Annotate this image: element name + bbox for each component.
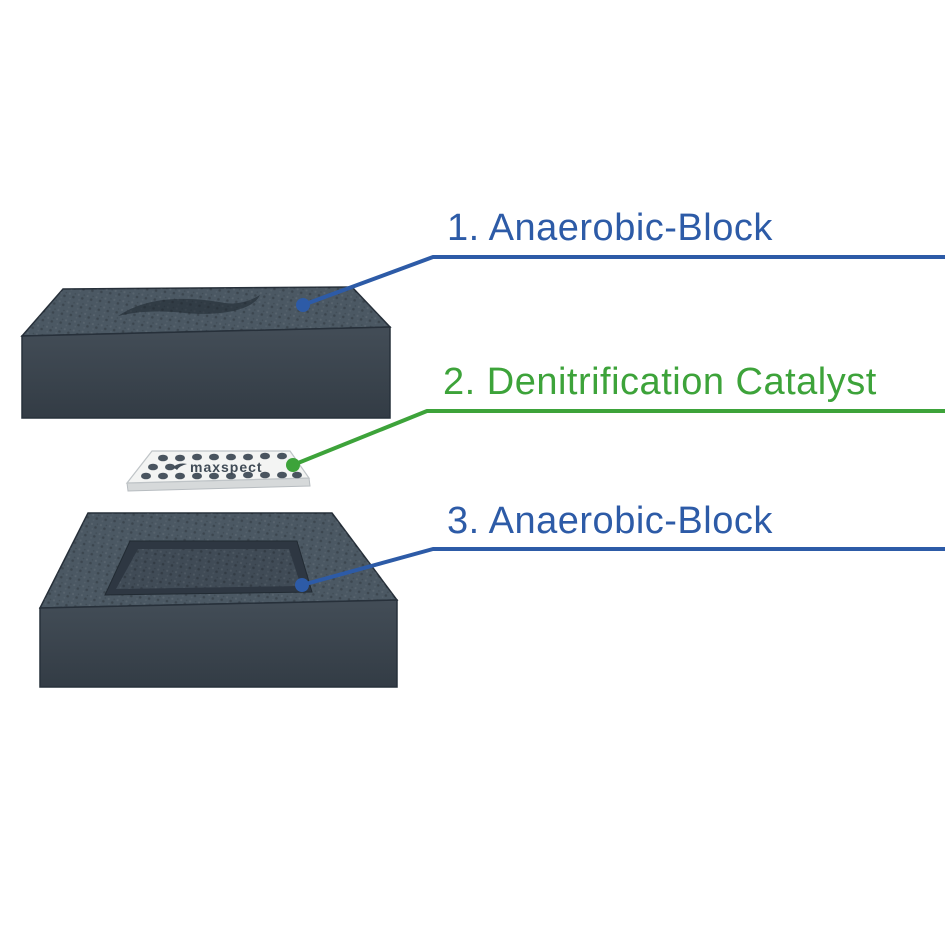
catalyst-plate: maxspect	[125, 450, 311, 492]
leader-line-2	[286, 409, 945, 472]
leader-line-3	[295, 547, 945, 592]
engraved-fish-icon	[118, 295, 260, 316]
label-anaerobic-block-3: 3. Anaerobic-Block	[447, 500, 773, 542]
anaerobic-block-bottom	[38, 512, 399, 688]
leader-dot-3	[295, 578, 309, 592]
label-denitrification-catalyst: 2. Denitrification Catalyst	[443, 361, 877, 403]
plate-brand-text: maxspect	[190, 459, 263, 475]
leader-dot-1	[296, 298, 310, 312]
leader-line-1	[296, 255, 945, 312]
leader-dot-2	[286, 458, 300, 472]
brand-fish-icon	[172, 463, 187, 470]
plate-holes	[141, 452, 302, 480]
label-anaerobic-block-1: 1. Anaerobic-Block	[447, 207, 773, 249]
anaerobic-block-top	[20, 286, 392, 419]
